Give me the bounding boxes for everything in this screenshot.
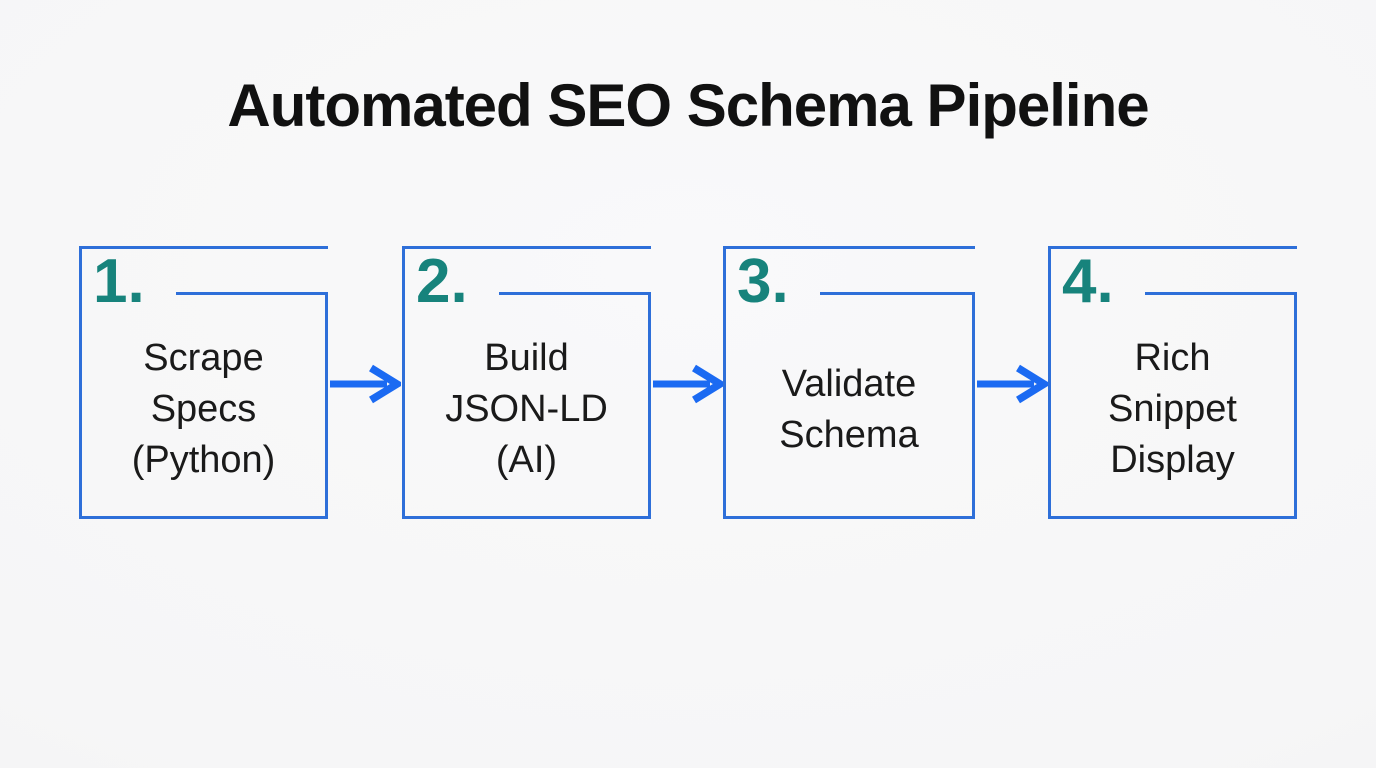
right-arrow-icon (653, 364, 724, 404)
number-rule (499, 292, 651, 295)
box-outline (402, 246, 651, 519)
box-outline (723, 246, 975, 519)
number-rule (176, 292, 328, 295)
step-number: 4. (1062, 247, 1114, 316)
box-outline-right (648, 292, 651, 519)
arrow-head (369, 364, 401, 404)
step-number: 2. (416, 247, 468, 316)
step-label: Rich Snippet Display (1108, 337, 1237, 481)
step-box-1: 1. Scrape Specs (Python) (79, 246, 328, 519)
step-label: Build JSON-LD (AI) (445, 337, 608, 481)
number-rule (1145, 292, 1297, 295)
right-arrow-icon (977, 364, 1048, 404)
page-title: Automated SEO Schema Pipeline (227, 72, 1149, 139)
number-rule (820, 292, 975, 295)
box-outline-right (1294, 292, 1297, 519)
box-outline (1048, 246, 1297, 519)
arrow-head (692, 364, 724, 404)
right-arrow-icon (330, 364, 401, 404)
step-box-3: 3. Validate Schema (723, 246, 975, 519)
step-box-4: 4. Rich Snippet Display (1048, 246, 1297, 519)
step-label: Validate Schema (779, 362, 919, 456)
box-outline-right (325, 292, 328, 519)
box-outline (79, 246, 328, 519)
step-label: Scrape Specs (Python) (131, 337, 276, 481)
box-outline-right (972, 292, 975, 519)
step-number: 1. (93, 247, 145, 316)
arrow-head (1016, 364, 1048, 404)
step-box-2: 2. Build JSON-LD (AI) (402, 246, 651, 519)
step-number: 3. (737, 247, 789, 316)
